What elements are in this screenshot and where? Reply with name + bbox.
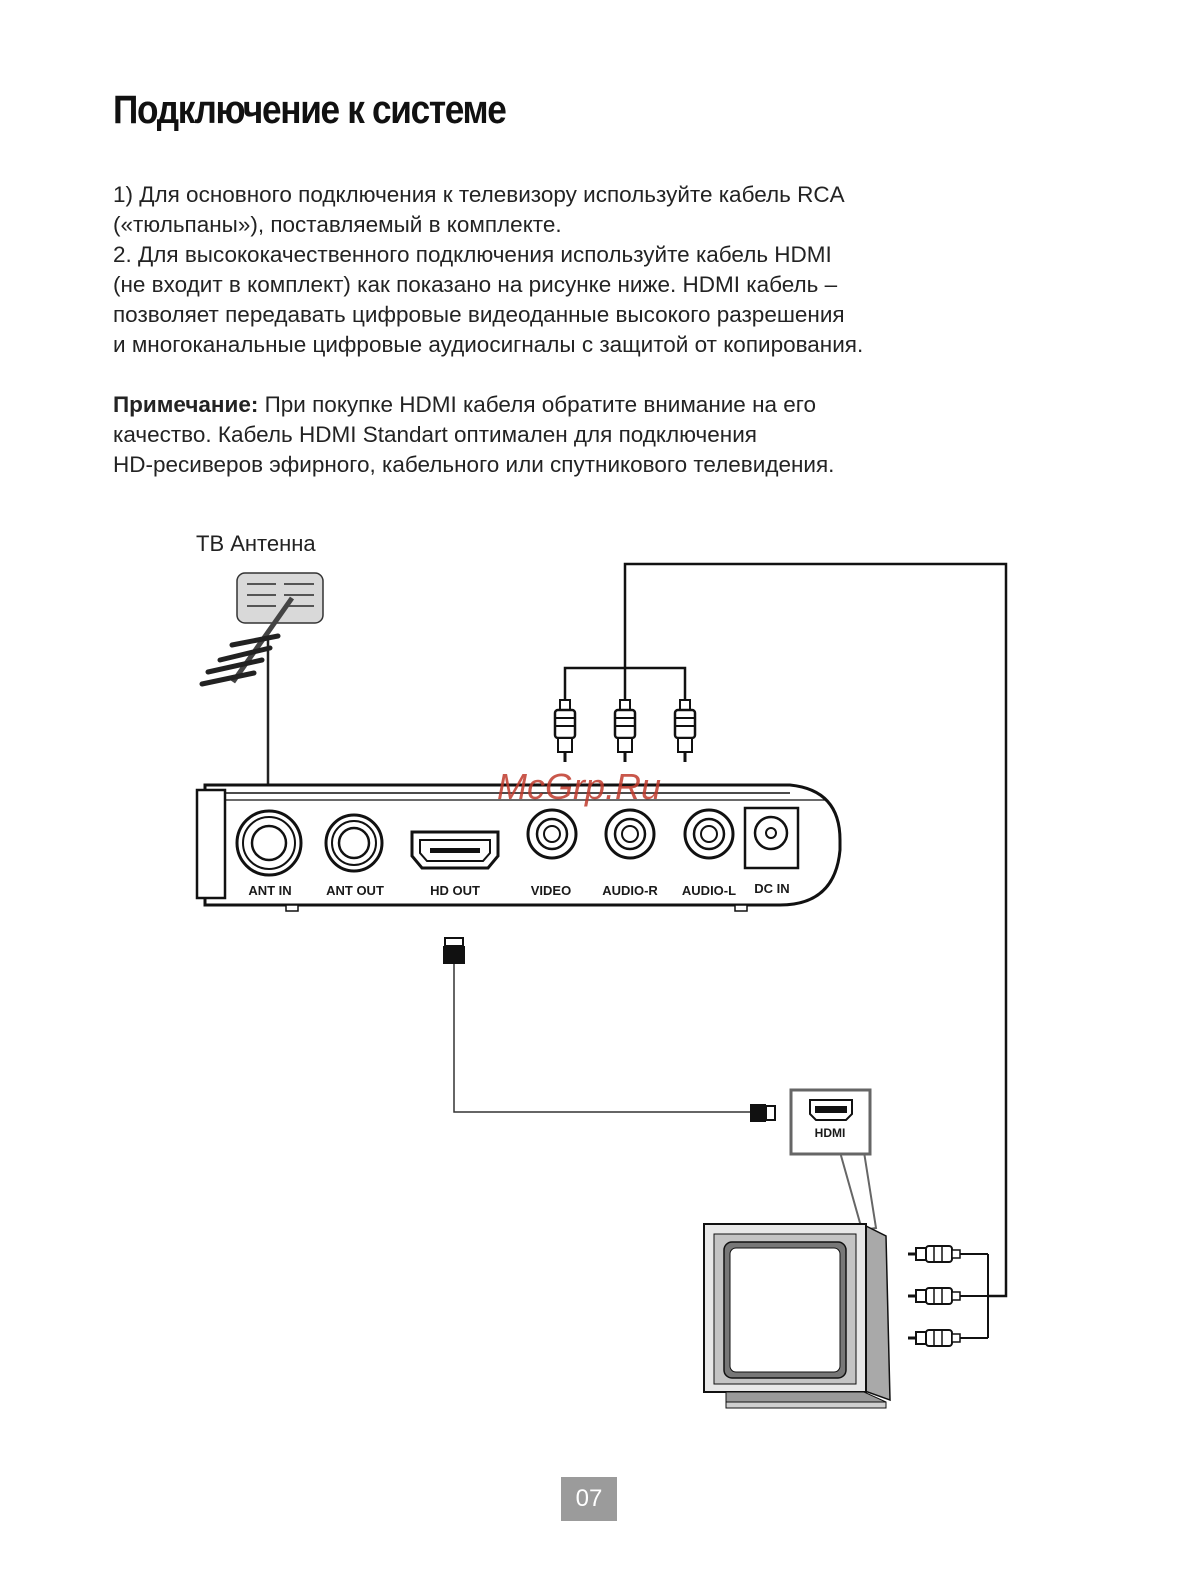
- audio-l-port-icon: [683, 808, 735, 860]
- page-title: Подключение к системе: [113, 88, 507, 132]
- note-paragraph: Примечание: При покупке HDMI кабеля обра…: [113, 390, 993, 480]
- tv-icon: [703, 1222, 891, 1409]
- video-label: VIDEO: [531, 883, 571, 898]
- ant-out-port-icon: [324, 813, 384, 873]
- audio-r-label: AUDIO-R: [602, 883, 658, 898]
- note-label: Примечание:: [113, 392, 259, 417]
- hdmi-cable: [443, 937, 776, 1122]
- tv-hdmi-label: HDMI: [815, 1126, 846, 1140]
- note-line: HD-ресиверов эфирного, кабельного или сп…: [113, 452, 835, 477]
- instruction-line: (не входит в комплект) как показано на р…: [113, 272, 838, 297]
- antenna-icon: [199, 572, 324, 800]
- instruction-line: 2. Для высококачественного подключения и…: [113, 242, 832, 267]
- instruction-line: позволяет передавать цифровые видеоданны…: [113, 302, 845, 327]
- tv-hdmi-port-callout: HDMI: [789, 1088, 878, 1232]
- page-number: 07: [561, 1477, 617, 1521]
- tv-rca-plugs-icon: [908, 1245, 961, 1347]
- dc-in-port-icon: [743, 806, 800, 870]
- rca-cable: [563, 562, 1008, 1339]
- ant-in-port-icon: [235, 809, 303, 877]
- rca-plugs-icon: [553, 699, 697, 762]
- note-text: При покупке HDMI кабеля обратите внимани…: [258, 392, 817, 417]
- instruction-line: и многоканальные цифровые аудиосигналы с…: [113, 332, 864, 357]
- instruction-line: («тюльпаны»), поставляемый в комплекте.: [113, 212, 562, 237]
- audio-l-label: AUDIO-L: [682, 883, 736, 898]
- video-port-icon: [526, 808, 578, 860]
- note-line: качество. Кабель HDMI Standart оптимален…: [113, 422, 757, 447]
- ant-in-label: ANT IN: [248, 883, 291, 898]
- hdmi-port-icon: [410, 830, 500, 870]
- ant-out-label: ANT OUT: [326, 883, 384, 898]
- hd-out-label: HD OUT: [430, 883, 480, 898]
- receiver-back-panel: ANT IN ANT OUT HD OUT VIDEO AUDIO-R AUDI…: [195, 783, 842, 912]
- antenna-label: ТВ Антенна: [196, 531, 316, 556]
- instruction-line: 1) Для основного подключения к телевизор…: [113, 182, 845, 207]
- dc-in-label: DC IN: [754, 881, 789, 896]
- watermark: McGrp.Ru: [497, 766, 661, 807]
- instructions-paragraph: 1) Для основного подключения к телевизор…: [113, 180, 993, 360]
- audio-r-port-icon: [604, 808, 656, 860]
- note-line: Примечание: При покупке HDMI кабеля обра…: [113, 390, 993, 420]
